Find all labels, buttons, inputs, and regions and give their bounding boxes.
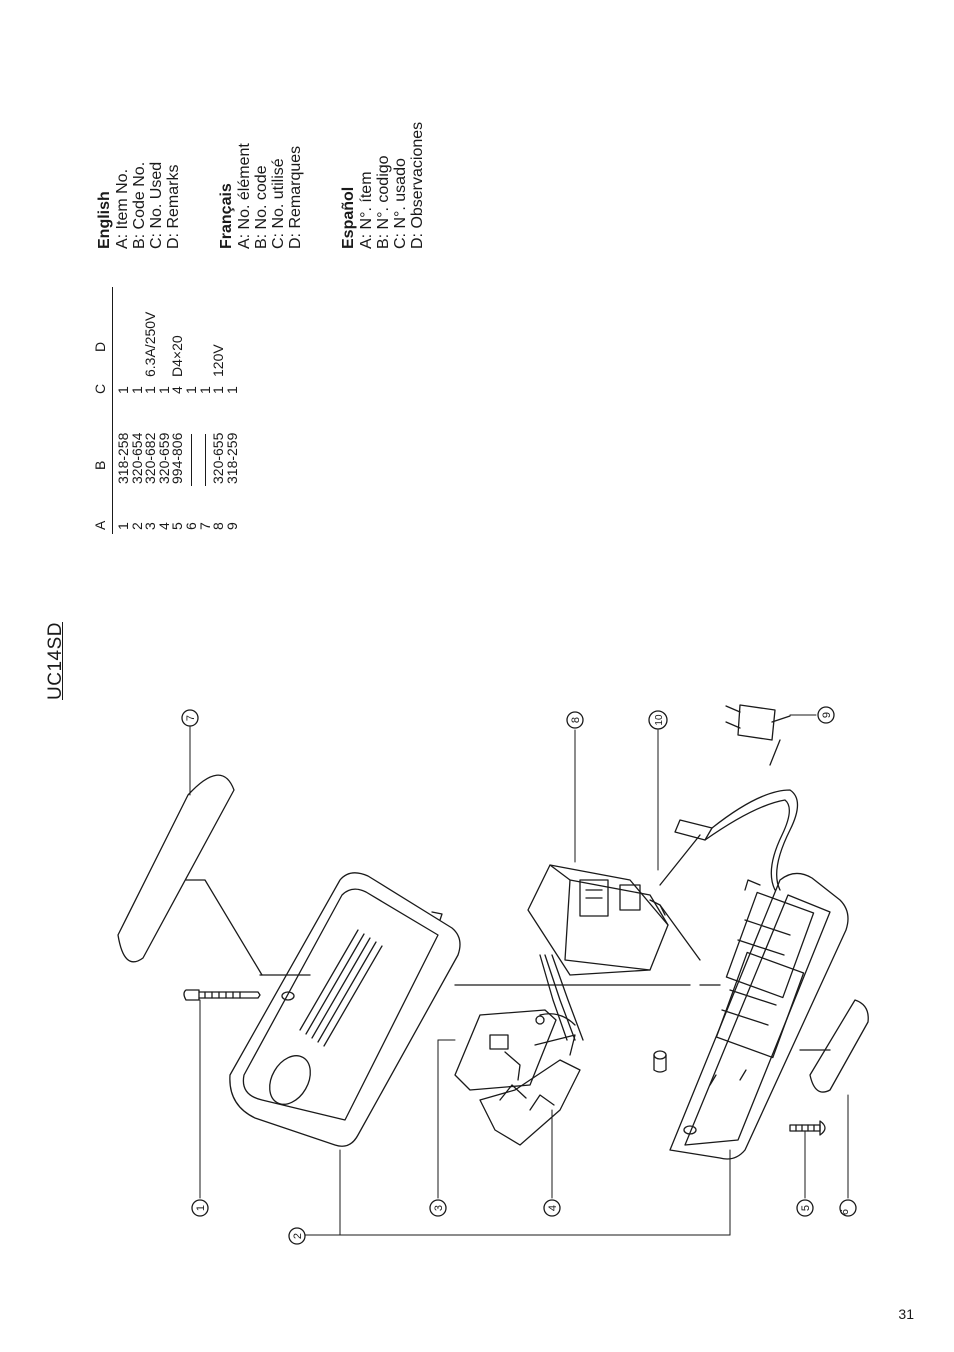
callout-7: 7	[181, 709, 199, 727]
col-header-b: B	[92, 460, 108, 470]
part-2-upper-case	[229, 872, 691, 1147]
callout-9: 9	[817, 706, 835, 724]
col-header-d: D	[92, 341, 108, 352]
part-2-lower-case	[653, 872, 849, 1160]
svg-text:9: 9	[821, 712, 833, 718]
svg-text:7: 7	[185, 715, 197, 721]
page-number: 31	[898, 1306, 914, 1322]
table-cell-remark: D4×20	[169, 335, 186, 377]
legend-language-heading: Français	[218, 183, 235, 249]
legend-line: A: No. élément	[236, 143, 253, 249]
legend-line: C: N°. usado	[392, 158, 409, 249]
legend-line: A: N°. ítem	[358, 171, 375, 249]
svg-text:8: 8	[570, 717, 582, 723]
part-3-fuse	[454, 1009, 557, 1091]
col-header-c: C	[92, 383, 108, 394]
part-7-label-plate	[117, 774, 263, 976]
svg-text:10: 10	[654, 714, 665, 726]
legend-line: D: Remarks	[165, 164, 182, 249]
legend-line: A: Item No.	[114, 168, 131, 249]
table-cell-remark: 120V	[210, 344, 227, 377]
callout-8: 8	[566, 711, 584, 729]
callout-2: 2	[288, 1227, 306, 1245]
legend-line: C: No. Used	[148, 161, 165, 249]
callout-markers: 7 1 2 3 4 8 10 9 5 6	[181, 706, 857, 1245]
svg-text:1: 1	[195, 1205, 207, 1211]
callout-1: 1	[191, 1199, 209, 1217]
part-4-terminal	[479, 1013, 581, 1146]
callout-5: 5	[796, 1199, 814, 1217]
svg-text:3: 3	[433, 1205, 445, 1211]
legend-line: B: Code No.	[131, 161, 148, 249]
legend-language-heading: Español	[340, 186, 357, 249]
callout-10: 10	[648, 710, 668, 730]
legend-line: D: Observaciones	[409, 121, 426, 249]
table-header-rule	[112, 287, 113, 534]
part-5-screw	[789, 1120, 826, 1136]
svg-text:6: 6	[839, 1209, 851, 1215]
legend-line: C: No. utilisé	[270, 158, 287, 249]
part-8-transformer	[527, 864, 669, 1041]
svg-text:2: 2	[292, 1233, 304, 1239]
col-header-a: A	[92, 520, 108, 530]
table-cell-remark: 6.3A/250V	[142, 311, 159, 377]
table-cell-item: 9	[223, 522, 240, 530]
part-6-label	[809, 999, 869, 1093]
legend-language-heading: English	[96, 191, 113, 249]
legend-line: B: N°. codigo	[375, 155, 392, 249]
svg-text:5: 5	[800, 1205, 812, 1211]
legend-line: D: Remarques	[287, 145, 304, 249]
model-title: UC14SD	[45, 622, 66, 700]
table-cell-qty: 1	[223, 386, 240, 394]
table-cell-code-blank	[191, 434, 192, 486]
part-9-cord-plug	[659, 704, 799, 891]
callout-4: 4	[543, 1199, 561, 1217]
legend-line: B: No. code	[253, 165, 270, 249]
svg-text:4: 4	[547, 1205, 559, 1211]
table-cell-code: 318-259	[223, 432, 240, 484]
leader-lines	[189, 714, 849, 1236]
table-cell-code: 994-806	[169, 432, 186, 484]
callout-6: 6	[839, 1199, 857, 1217]
part-1-screw	[183, 989, 295, 1001]
callout-3: 3	[429, 1199, 447, 1217]
table-cell-code-blank	[204, 434, 206, 486]
